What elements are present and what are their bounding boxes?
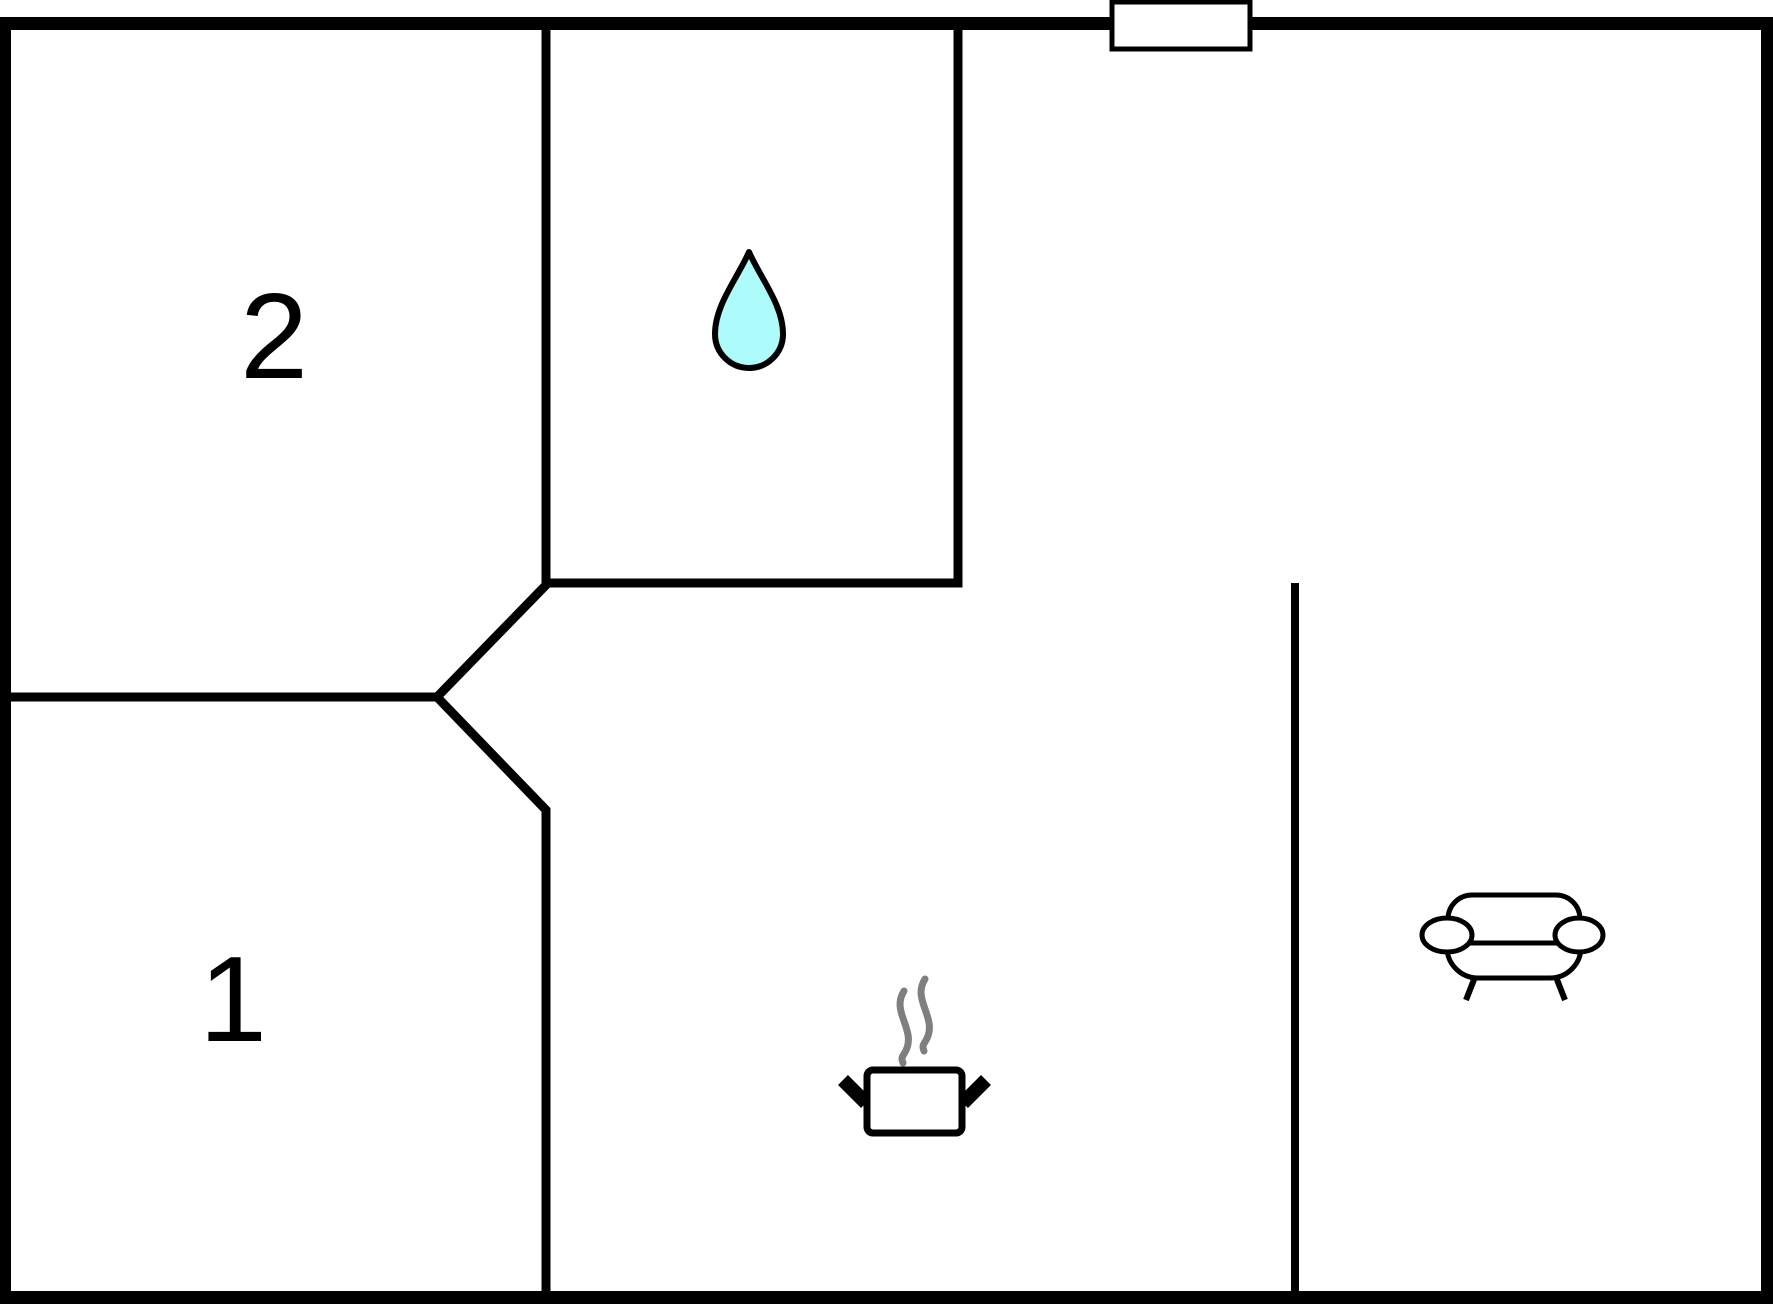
steam-icon [896,987,912,1067]
cooking-pot-icon [838,975,991,1137]
water-drop-icon [712,249,786,371]
pot-handle-left [838,1075,871,1108]
sofa-leg-right [1553,975,1568,1002]
sofa-icon [1419,892,1606,1002]
sofa-armrest-right [1552,915,1606,955]
room-label-2: 2 [240,268,308,404]
bedrooms-divider-wall [11,30,551,1291]
steam-icon [917,975,933,1055]
room-label-1: 1 [199,931,267,1067]
pot-body [863,1066,966,1137]
bathroom-wall [546,30,963,588]
door-opening-icon [1109,0,1253,52]
sofa-armrest-left [1419,915,1475,955]
pot-handle-right [958,1075,991,1108]
sofa-leg-left [1463,975,1478,1002]
